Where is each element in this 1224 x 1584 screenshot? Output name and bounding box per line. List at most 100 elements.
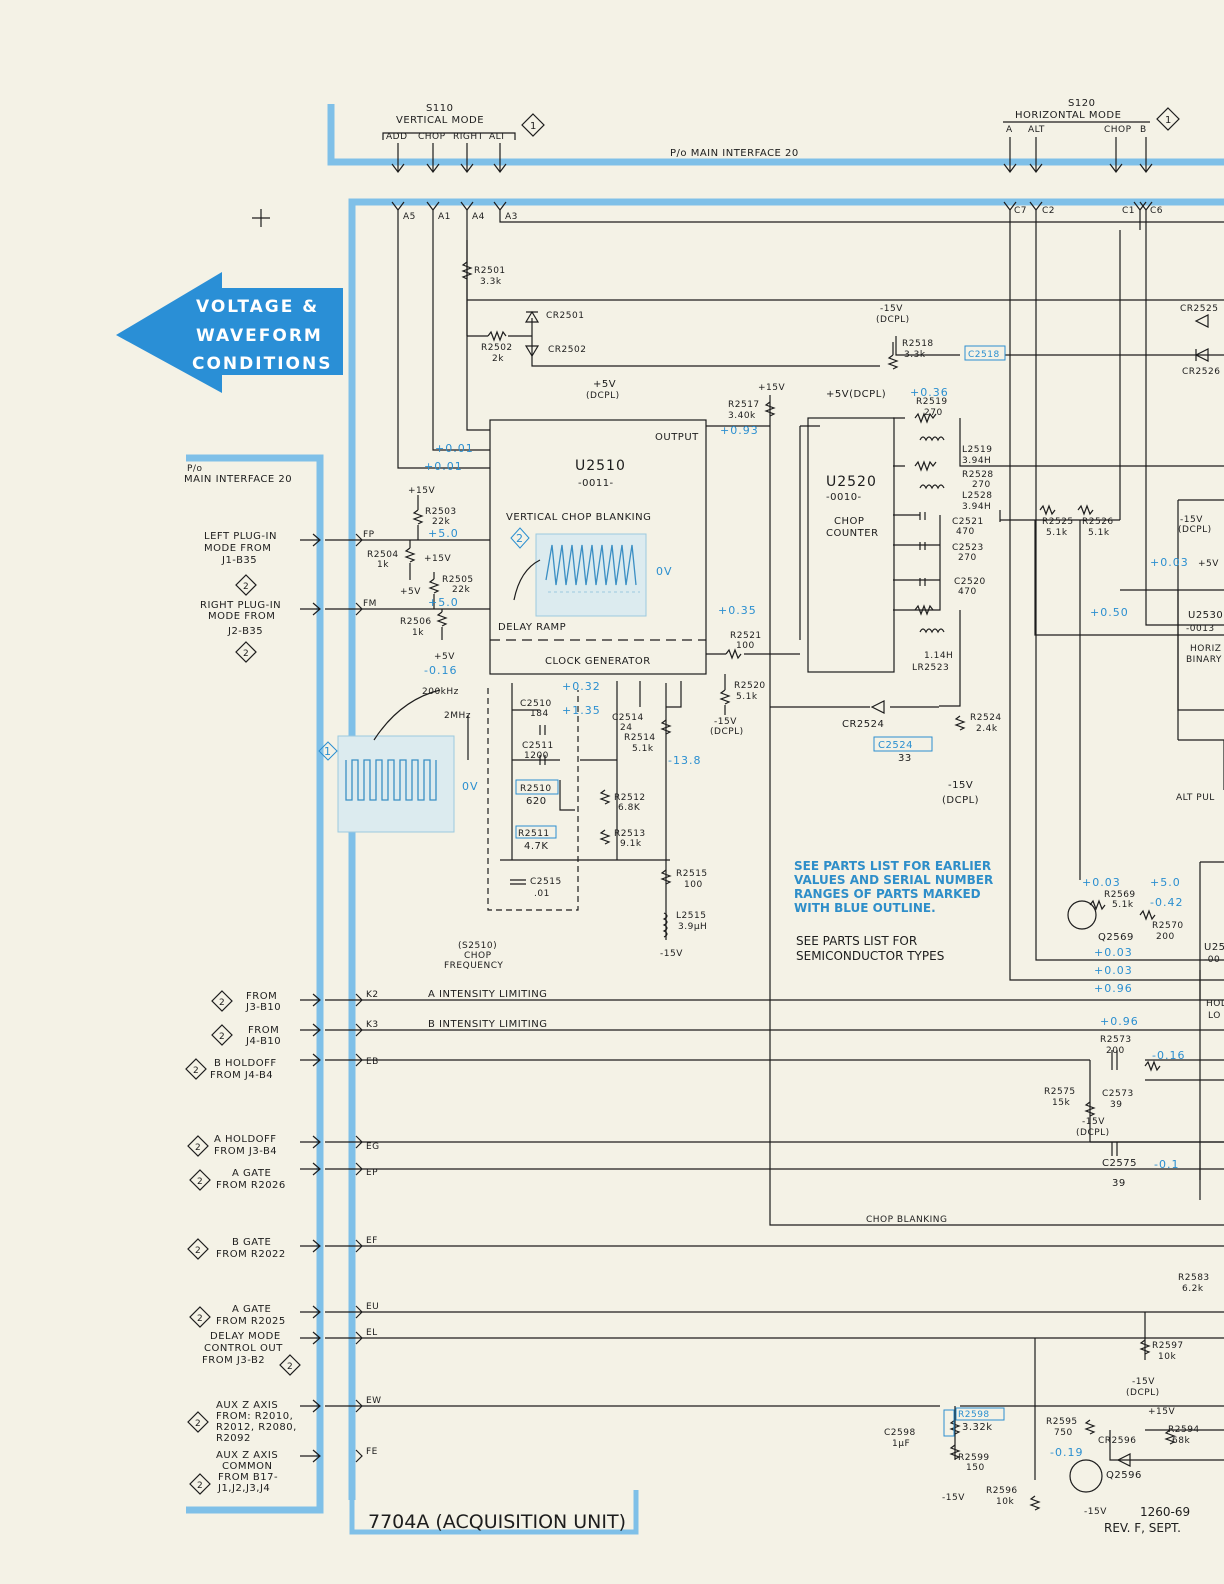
r2521-ref: R2521: [730, 631, 762, 641]
v-138: -13.8: [668, 754, 701, 767]
c2573-val: 39: [1110, 1100, 1122, 1110]
footer-title: 7704A (ACQUISITION UNIT): [368, 1511, 626, 1533]
left-interface-prefix: P/o: [187, 464, 202, 474]
r2519-val: 270: [924, 408, 943, 418]
pin-c1: C1: [1122, 206, 1135, 216]
input-right-plugin-2: MODE FROM: [208, 611, 275, 622]
registration-mark-icon: [252, 209, 270, 227]
supply-5v-b: +5V: [434, 652, 455, 662]
v-out: +0.93: [720, 424, 759, 437]
v-50: +5.0: [1150, 876, 1181, 889]
s120-badge: [1156, 107, 1180, 131]
c2514-ref: C2514: [612, 713, 644, 723]
s110-ref: S110: [426, 103, 453, 114]
input-left-plugin-3: J1-B35: [221, 555, 257, 566]
signal-a-intensity: A INTENSITY LIMITING: [428, 989, 547, 1000]
supply-m15v-i: -15V: [1084, 1507, 1107, 1517]
supply-m15v-e: -15V: [1180, 515, 1203, 525]
cr2526-ref: CR2526: [1182, 367, 1220, 377]
note-semis-2: SEMICONDUCTOR TYPES: [796, 949, 944, 963]
r2510-ref: R2510: [520, 784, 552, 794]
input-ef-1: B GATE: [232, 1237, 271, 1248]
r2514-val: 5.1k: [632, 744, 654, 754]
l2519-ref: L2519: [962, 445, 992, 455]
c2515-ref: C2515: [530, 877, 562, 887]
waveform-2-display: [535, 533, 647, 617]
q2596-ref: Q2596: [1106, 1470, 1142, 1481]
u2520-line-1: CHOP: [834, 516, 864, 527]
input-left-plugin-badge: [235, 574, 257, 596]
s110-pos-chop: CHOP: [418, 132, 446, 142]
c2520-val: 470: [958, 587, 977, 597]
r2502-val: 2k: [492, 354, 504, 364]
note-blue-2: VALUES AND SERIAL NUMBER: [794, 873, 993, 887]
input-left-plugin-badge-num: 2: [243, 582, 249, 592]
r2573-val: 200: [1106, 1046, 1125, 1056]
pin-eg: EG: [366, 1142, 380, 1152]
s120-pos-a: A: [1006, 125, 1013, 135]
r2511-ref: R2511: [518, 829, 550, 839]
holdlo-2: LO: [1208, 1011, 1221, 1021]
supply-m15v-h: -15V: [942, 1493, 965, 1503]
u2510-supply: +5V: [593, 379, 616, 390]
r2595-ref: R2595: [1046, 1417, 1078, 1427]
arrow-line-2: WAVEFORM: [196, 326, 323, 346]
u2510-ic: [489, 419, 707, 675]
waveform-2-num: 2: [516, 532, 524, 545]
r2501-ref: R2501: [474, 266, 506, 276]
pin-k3: K3: [366, 1020, 379, 1030]
c2518-outline: [964, 345, 1006, 361]
r2526-ref: R2526: [1082, 517, 1114, 527]
r2513-ref: R2513: [614, 829, 646, 839]
input-k2-1: FROM: [246, 991, 277, 1002]
c2521-ref: C2521: [952, 517, 984, 527]
v-050: +0.50: [1090, 606, 1129, 619]
input-fe-badge-num: 2: [197, 1481, 203, 1491]
input-ef-badge: [187, 1238, 209, 1260]
c2598-val: 1µF: [892, 1439, 910, 1449]
input-k2-badge-num: 2: [219, 998, 225, 1008]
input-left-plugin-1: LEFT PLUG-IN: [204, 531, 277, 542]
v-036: +0.36: [910, 386, 949, 399]
input-k3-badge-num: 2: [219, 1032, 225, 1042]
cr2502-ref: CR2502: [548, 345, 586, 355]
pin-el: EL: [366, 1328, 378, 1338]
input-fe-4: J1,J2,J3,J4: [217, 1483, 270, 1494]
r2517-val: 3.40k: [728, 411, 756, 421]
s120-pos-b: B: [1140, 125, 1147, 135]
supply-5v-c: +5V: [1198, 559, 1219, 569]
input-ep-badge: [189, 1169, 211, 1191]
u2530-code: -0013: [1186, 624, 1215, 634]
arrow-line-3: CONDITIONS: [192, 354, 332, 374]
input-eb-1: B HOLDOFF: [214, 1058, 277, 1069]
supply-dcpl-c: (DCPL): [942, 795, 979, 806]
v-096b: +0.96: [1100, 1015, 1139, 1028]
r2570-ref: R2570: [1152, 921, 1184, 931]
input-right-plugin-badge: [235, 641, 257, 663]
arrow-line-1: VOLTAGE &: [196, 297, 319, 317]
v-01: -0.1: [1154, 1158, 1179, 1171]
supply-5v-a: +5V: [400, 587, 421, 597]
r2510-val: 620: [526, 796, 547, 807]
r2518-val: 3.3k: [904, 350, 926, 360]
u2510-clock-gen: CLOCK GENERATOR: [545, 656, 651, 667]
r2502-ref: R2502: [481, 343, 513, 353]
r2512-ref: R2512: [614, 793, 646, 803]
r2597-val: 10k: [1158, 1352, 1176, 1362]
footer-bracket: [349, 1490, 639, 1535]
c2523-ref: C2523: [952, 543, 984, 553]
cr2524-ref: CR2524: [842, 719, 884, 730]
r2525-val: 5.1k: [1046, 528, 1068, 538]
input-right-plugin-1: RIGHT PLUG-IN: [200, 600, 281, 611]
v-016: -0.16: [424, 664, 457, 677]
signal-chop-blanking: CHOP BLANKING: [866, 1215, 947, 1225]
u2530-partial: [1177, 589, 1224, 711]
v-003c: +0.03: [1094, 946, 1133, 959]
footer-doc: 1260-69: [1140, 1505, 1190, 1519]
pin-ef: EF: [366, 1236, 378, 1246]
supply-m15v-b: -15V: [714, 717, 737, 727]
input-el-2: CONTROL OUT: [204, 1343, 283, 1354]
osc-freq-hi: 200kHz: [422, 687, 459, 697]
r2518-ref: R2518: [902, 339, 934, 349]
pin-c6: C6: [1150, 206, 1163, 216]
